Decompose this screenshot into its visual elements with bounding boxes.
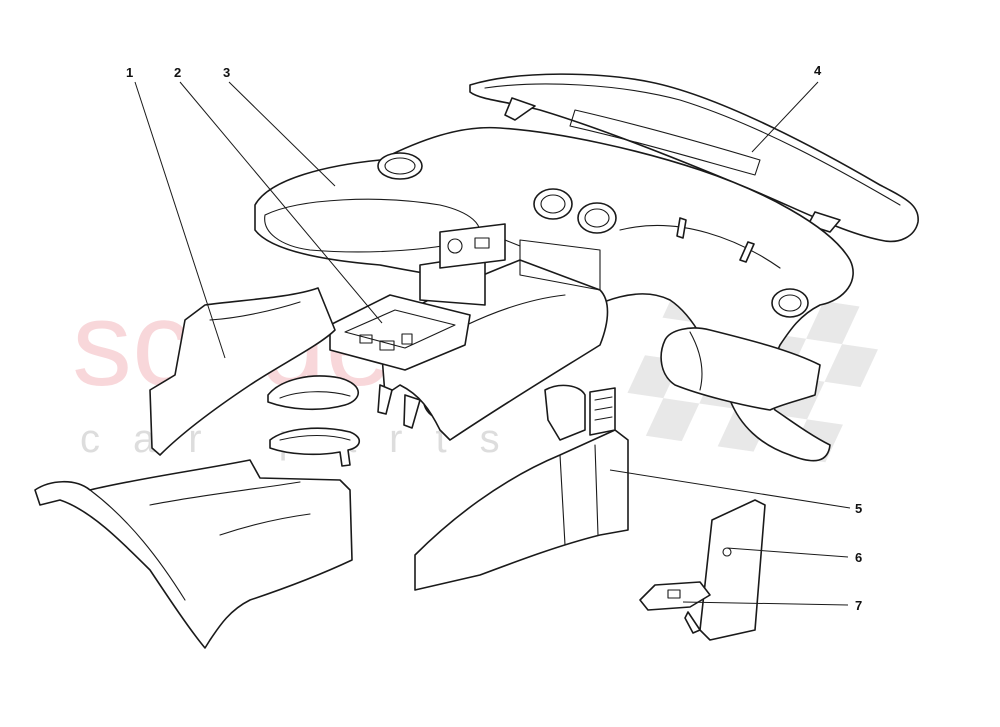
side-trim bbox=[684, 499, 766, 641]
leader-3 bbox=[228, 81, 336, 187]
leader-2 bbox=[179, 81, 383, 324]
callout-5: 5 bbox=[855, 501, 862, 516]
console-bracket bbox=[329, 223, 521, 371]
callout-3: 3 bbox=[223, 65, 230, 80]
callout-labels: 1 2 3 4 5 6 7 bbox=[126, 63, 862, 613]
right-panel bbox=[414, 384, 629, 591]
callout-4: 4 bbox=[814, 63, 822, 78]
air-duct bbox=[660, 327, 821, 411]
dashboard-top-cover bbox=[469, 73, 919, 243]
leader-4 bbox=[751, 81, 819, 153]
small-bracket bbox=[639, 581, 711, 611]
lower-left-side-panel bbox=[34, 459, 353, 649]
seal-ring bbox=[267, 375, 360, 467]
callout-2: 2 bbox=[174, 65, 181, 80]
leader-7 bbox=[682, 601, 849, 606]
callout-6: 6 bbox=[855, 550, 862, 565]
left-panel bbox=[149, 287, 336, 456]
leader-6 bbox=[726, 547, 849, 558]
leader-1 bbox=[134, 81, 226, 359]
leader-5 bbox=[609, 469, 851, 509]
callout-1: 1 bbox=[126, 65, 133, 80]
leader-lines bbox=[134, 81, 851, 606]
callout-7: 7 bbox=[855, 598, 862, 613]
